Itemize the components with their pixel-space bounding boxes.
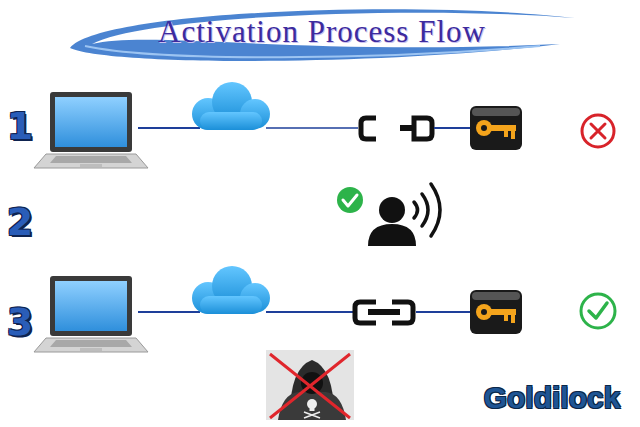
diagram-title: Activation Process Flow [158,16,486,47]
step-number: 2 [7,203,33,241]
step-number: 3 [7,303,33,341]
step-number: 1 [7,107,33,145]
brand-name: Goldilock [484,383,621,413]
